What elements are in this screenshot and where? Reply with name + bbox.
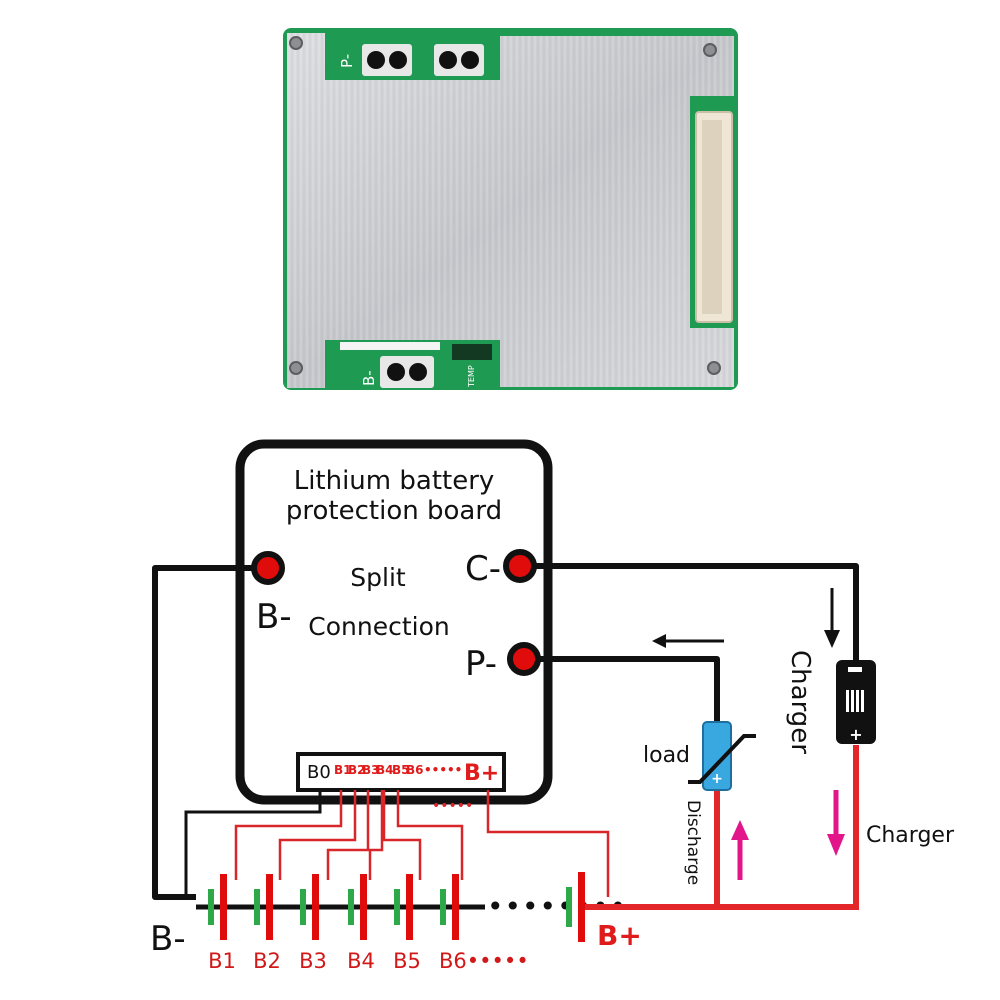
discharge-arrow-up <box>731 820 749 880</box>
discharge-label: Discharge <box>683 800 703 885</box>
silk-temp: TEMP <box>467 365 476 388</box>
cell-labels: B1 B2 B3 B4 B5 B6••••• <box>208 949 529 973</box>
balance-wires <box>234 790 610 897</box>
screw-icon <box>289 36 303 50</box>
cell-label-b5: B5 <box>393 949 421 973</box>
screw-hole-icon <box>367 51 385 69</box>
board-title-line2: protection board <box>286 496 502 526</box>
connector-label-bplus: B+ <box>464 761 499 786</box>
connector-label-b5: B5 <box>392 763 410 777</box>
cell-label-b1: B1 <box>208 949 236 973</box>
terminal-p-minus <box>507 642 541 676</box>
cell-string <box>208 874 459 940</box>
terminal-c-minus <box>503 549 537 583</box>
cell-icon <box>300 874 319 940</box>
connection-label: Connection <box>308 612 449 641</box>
board-title-line1: Lithium battery <box>294 466 495 496</box>
last-cell-icon <box>566 872 585 942</box>
cell-label-b6: B6••••• <box>439 949 529 973</box>
black-wires <box>152 563 859 900</box>
screw-icon <box>289 361 303 375</box>
connector-label-dots: ••••• <box>424 763 462 777</box>
cell-label-b4: B4 <box>347 949 375 973</box>
terminal-p-minus-label: P- <box>465 644 497 684</box>
terminal-b-minus <box>251 551 285 585</box>
charger-label: Charger <box>866 823 955 848</box>
cell-label-b3: B3 <box>299 949 327 973</box>
cell-icon <box>208 874 227 940</box>
pack-b-plus-label: B+ <box>597 919 642 952</box>
cell-icon <box>394 874 413 940</box>
cell-icon <box>348 874 367 940</box>
connector-label-b4: B4 <box>376 763 394 777</box>
terminal-c-minus-label: C- <box>465 549 501 589</box>
silk-p-minus: P- <box>338 54 356 68</box>
pack-b-minus-label: B- <box>150 919 186 959</box>
connector-label-b3: B3 <box>362 763 380 777</box>
screw-icon <box>707 361 721 375</box>
load-resistor-icon: + <box>688 721 756 791</box>
connector-label-b6: B6 <box>406 763 424 777</box>
charger-vertical-label: Charger <box>785 650 815 754</box>
connector-continue-dots: ••••• <box>432 798 473 814</box>
screw-icon <box>703 43 717 57</box>
split-label: Split <box>350 563 406 592</box>
connector-label-b2: B2 <box>348 763 366 777</box>
svg-text:+: + <box>849 725 862 744</box>
svg-text:+: + <box>711 771 723 787</box>
silk-b-minus: B- <box>360 370 378 386</box>
screw-hole-icon <box>389 51 407 69</box>
board-photo: P- B- TEMP <box>283 28 738 390</box>
charger-battery-icon: + <box>836 660 876 744</box>
discharge-arrow-left <box>652 634 724 648</box>
cell-icon <box>440 874 459 940</box>
balance-connector-strip <box>296 752 506 792</box>
charging-arrow-down <box>827 790 845 856</box>
terminal-b-minus-label: B- <box>256 597 292 637</box>
connector-label-b1: B1 <box>334 763 352 777</box>
charger-arrow-down <box>824 588 840 648</box>
positive-bus <box>585 745 859 910</box>
cell-icon <box>254 874 273 940</box>
protection-board-box <box>235 439 553 805</box>
load-label: load <box>643 743 690 768</box>
connector-label-b0: B0 <box>307 762 331 783</box>
cell-label-b2: B2 <box>253 949 281 973</box>
b0-wire <box>184 790 322 897</box>
